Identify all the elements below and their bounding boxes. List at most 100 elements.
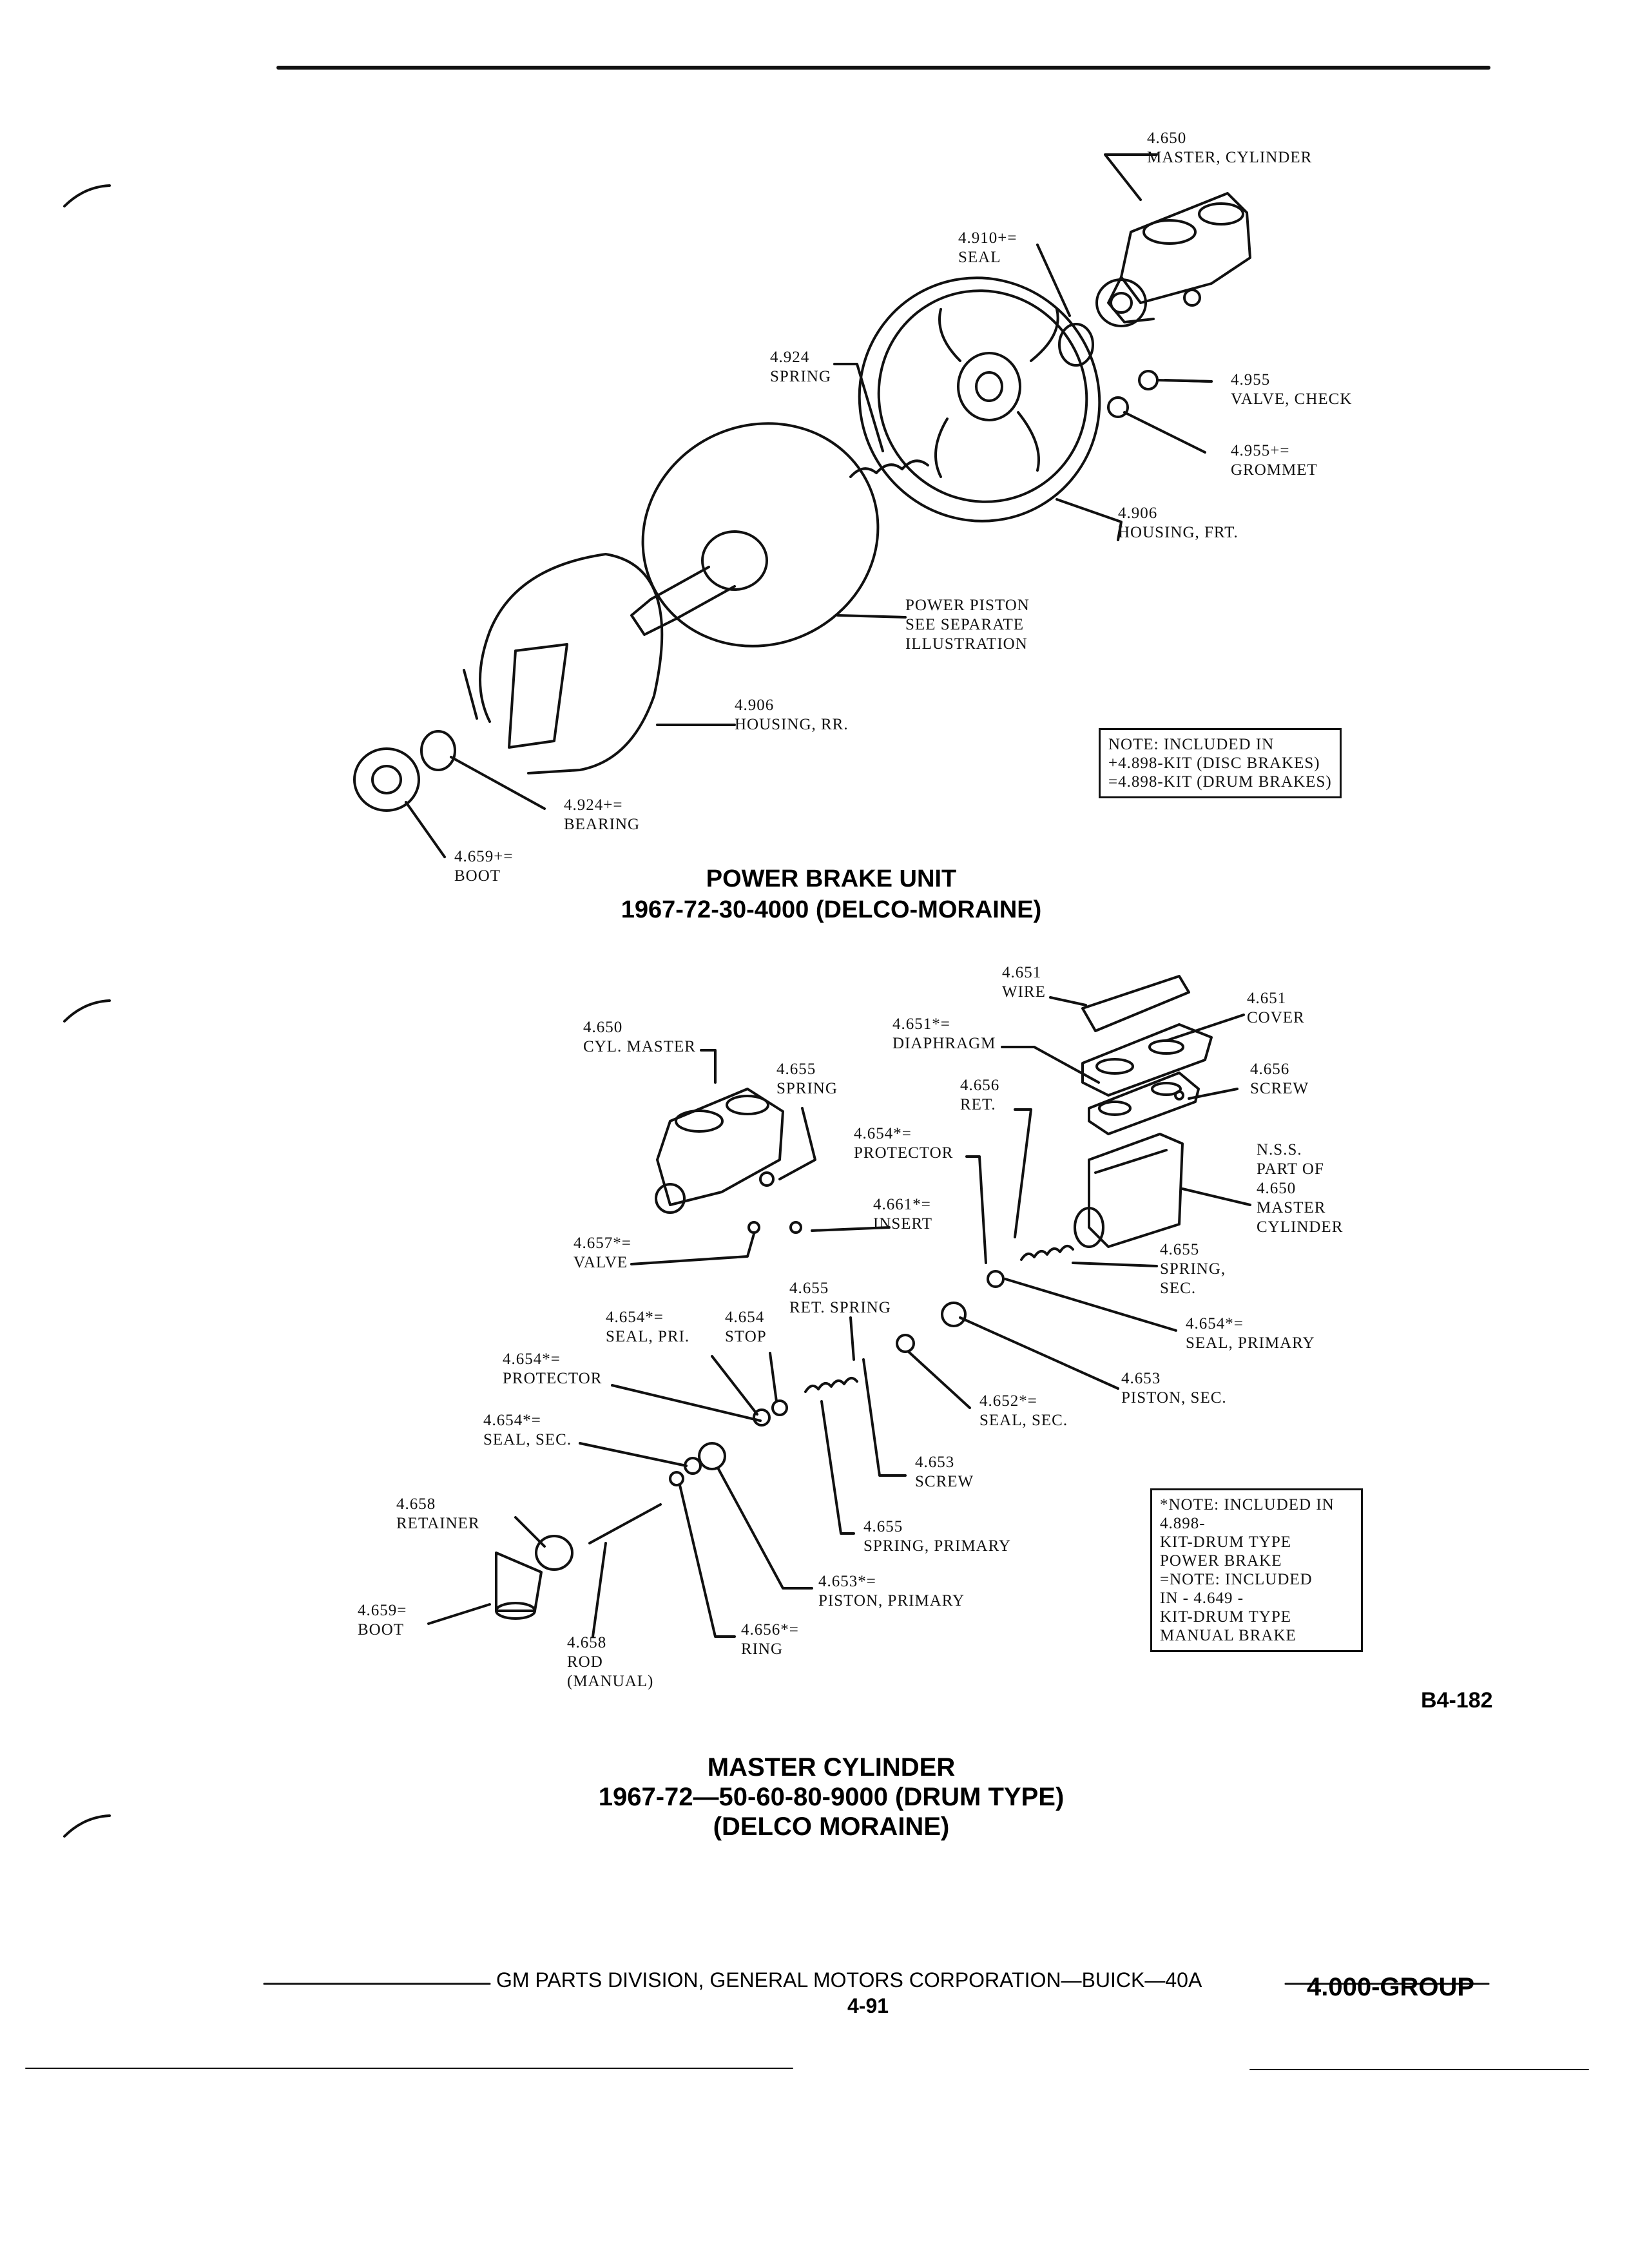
part-name: STOP <box>725 1328 767 1345</box>
part-number: 4.924+= <box>564 796 623 814</box>
callout-nss: N.S.S. PART OF 4.650 MASTER CYLINDER <box>1257 1140 1343 1237</box>
power-piston-part <box>630 422 880 648</box>
callout-line: MASTER <box>1257 1199 1326 1216</box>
seal-upper-part <box>1058 323 1094 367</box>
note-line: +4.898-KIT (DISC BRAKES) <box>1108 754 1320 772</box>
part-name: GROMMET <box>1231 461 1318 479</box>
leader-cyl-master <box>700 1049 717 1084</box>
part-number: 4.654*= <box>854 1125 912 1142</box>
footer-division: GM PARTS DIVISION, GENERAL MOTORS CORPOR… <box>496 1968 1202 1992</box>
spring-primary-part <box>804 1376 858 1393</box>
binder-mark <box>63 184 111 207</box>
note-line: MANUAL BRAKE <box>1160 1627 1296 1644</box>
part-number: 4.654*= <box>1186 1315 1244 1332</box>
part-name: ROD <box>567 1653 603 1671</box>
note-line: *NOTE: INCLUDED IN <box>1160 1496 1335 1514</box>
part-name: RETAINER <box>396 1515 480 1532</box>
upper-figure-title: POWER BRAKE UNIT 1967-72-30-4000 (DELCO-… <box>490 863 1173 925</box>
leader-seal-sec-left <box>579 1442 688 1467</box>
part-number: 4.656 <box>960 1077 1000 1094</box>
callout-line: 4.650 <box>1257 1180 1296 1197</box>
part-number: 4.653 <box>915 1454 955 1471</box>
callout-line: POWER PISTON <box>905 597 1030 614</box>
insert-part <box>789 1221 802 1234</box>
master-cylinder-lower-part <box>655 1088 784 1214</box>
note-line: 4.898- <box>1160 1515 1206 1532</box>
callout-housing-rr: 4.906 HOUSING, RR. <box>735 696 849 735</box>
callout-ring: 4.656*= RING <box>741 1620 799 1659</box>
part-number: 4.955+= <box>1231 442 1290 459</box>
callout-diaphragm: 4.651*= DIAPHRAGM <box>892 1015 996 1053</box>
leader-spring-sec <box>1072 1262 1158 1267</box>
callout-cyl-master: 4.650 CYL. MASTER <box>583 1018 696 1057</box>
callout-valve: 4.657*= VALVE <box>574 1234 631 1273</box>
piston-sec-part <box>941 1302 967 1327</box>
part-name: VALVE <box>574 1254 628 1271</box>
note-line: =NOTE: INCLUDED <box>1160 1571 1313 1588</box>
part-name: PROTECTOR <box>854 1144 954 1162</box>
callout-spring-primary: 4.655 SPRING, PRIMARY <box>863 1517 1011 1556</box>
callout-valve-check: 4.955 VALVE, CHECK <box>1231 370 1352 409</box>
leader-rod <box>592 1542 607 1638</box>
part-number: 4.906 <box>1118 505 1158 522</box>
title-line: POWER BRAKE UNIT <box>706 865 957 892</box>
part-number: 4.655 <box>1160 1241 1200 1258</box>
part-name: BOOT <box>358 1621 405 1639</box>
callout-line: N.S.S. <box>1257 1141 1302 1158</box>
lower-figure-title: MASTER CYLINDER 1967-72—50-60-80-9000 (D… <box>490 1753 1173 1841</box>
leader-spring <box>833 363 884 452</box>
leader-spring <box>778 1107 816 1180</box>
part-name: COVER <box>1247 1009 1305 1026</box>
part-name: PROTECTOR <box>503 1370 602 1387</box>
callout-rod: 4.658 ROD (MANUAL) <box>567 1633 653 1691</box>
callout-boot-lower: 4.659= BOOT <box>358 1601 407 1640</box>
part-name: VALVE, CHECK <box>1231 390 1353 408</box>
callout-ret-spring: 4.655 RET. SPRING <box>789 1279 891 1318</box>
note-box-lower: *NOTE: INCLUDED IN 4.898- KIT-DRUM TYPE … <box>1150 1488 1363 1652</box>
part-number: 4.656 <box>1250 1061 1290 1078</box>
boot-upper-part <box>353 747 420 812</box>
callout-grommet: 4.955+= GROMMET <box>1231 441 1318 480</box>
callout-seal-sec-right: 4.652*= SEAL, SEC. <box>979 1392 1068 1430</box>
leader-diaphragm <box>1001 1046 1100 1084</box>
callout-cover: 4.651 COVER <box>1247 989 1305 1028</box>
leader-protector <box>611 1384 762 1422</box>
part-number: 4.651 <box>1247 990 1287 1007</box>
part-name: WIRE <box>1002 983 1046 1001</box>
leader-housing-frt <box>1055 498 1123 541</box>
part-number: 4.653*= <box>818 1573 876 1590</box>
part-name: SPRING <box>770 368 831 385</box>
part-number: 4.654*= <box>503 1350 561 1368</box>
part-number: 4.910+= <box>958 229 1017 247</box>
part-number: 4.654*= <box>606 1309 664 1326</box>
stop-part <box>771 1399 788 1416</box>
part-name: INSERT <box>873 1215 932 1233</box>
part-number: 4.906 <box>735 697 775 714</box>
callout-seal-primary: 4.654*= SEAL, PRIMARY <box>1186 1314 1315 1353</box>
rod-part <box>588 1503 662 1544</box>
page-number: 4-91 <box>847 1994 889 2017</box>
note-box-upper: NOTE: INCLUDED IN +4.898-KIT (DISC BRAKE… <box>1099 728 1342 798</box>
part-number: 4.655 <box>863 1518 903 1535</box>
note-line: KIT-DRUM TYPE <box>1160 1608 1291 1626</box>
part-number: 4.653 <box>1121 1370 1161 1387</box>
boot-lower-part <box>495 1552 543 1620</box>
callout-piston-primary: 4.653*= PISTON, PRIMARY <box>818 1572 965 1611</box>
note-line: IN - 4.649 - <box>1160 1590 1244 1607</box>
callout-line: PART OF <box>1257 1160 1324 1178</box>
spring-upper-part <box>849 459 929 478</box>
title-line: (DELCO MORAINE) <box>713 1812 950 1841</box>
leader-ring <box>679 1484 736 1638</box>
retainer-part <box>535 1535 574 1571</box>
callout-boot: 4.659+= BOOT <box>454 847 513 886</box>
part-name: HOUSING, RR. <box>735 716 849 733</box>
part-name: RET. <box>960 1096 996 1113</box>
part-name: MASTER, CYLINDER <box>1147 149 1313 166</box>
part-number: 4.655 <box>789 1280 829 1297</box>
callout-spring-lower: 4.655 SPRING <box>776 1060 838 1099</box>
leader-power-piston <box>836 614 907 619</box>
protector-part <box>987 1270 1005 1288</box>
part-number: 4.659= <box>358 1602 407 1619</box>
leader-seal-primary <box>1004 1278 1177 1332</box>
part-name: BOOT <box>454 867 501 885</box>
